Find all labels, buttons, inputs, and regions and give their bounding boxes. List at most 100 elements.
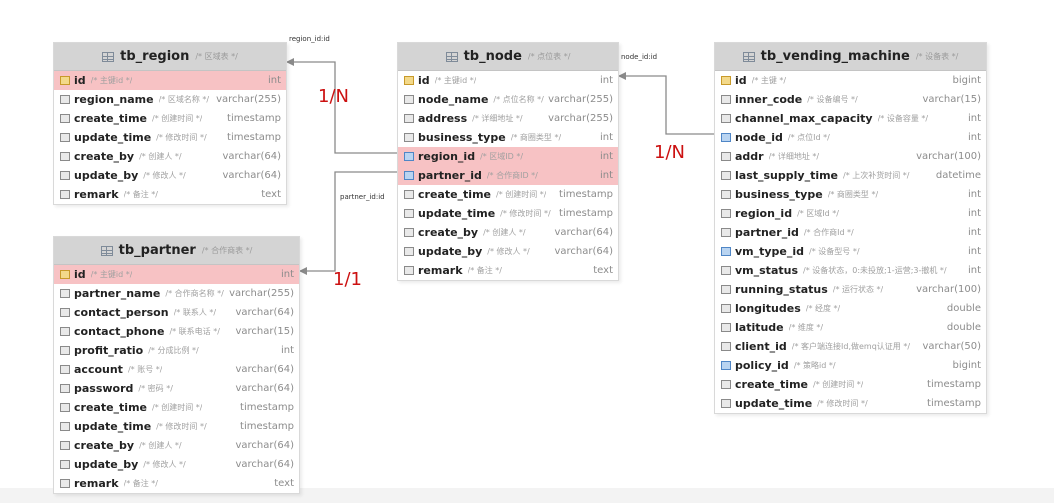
field-type: timestamp <box>227 132 281 143</box>
field-row-update-time[interactable]: update_time/* 修改时间 */timestamp <box>54 128 286 147</box>
field-row-node-name[interactable]: node_name/* 点位名称 */varchar(255) <box>398 90 618 109</box>
table-comment: /* 合作商表 */ <box>201 246 253 255</box>
field-type: varchar(50) <box>922 341 981 352</box>
field-row-update-time[interactable]: update_time/* 修改时间 */timestamp <box>715 394 986 413</box>
field-row-remark[interactable]: remark/* 备注 */text <box>54 185 286 204</box>
field-name: longitudes <box>735 302 801 315</box>
field-row-region-id[interactable]: region_id/* 区域ID */int <box>398 147 618 166</box>
field-row-create-by[interactable]: create_by/* 创建人 */varchar(64) <box>54 436 299 455</box>
field-comment: /* 创建时间 */ <box>496 190 547 199</box>
entity-tb-vending-machine[interactable]: tb_vending_machine/* 设备表 */id/* 主键 */big… <box>714 42 987 414</box>
column-icon <box>721 323 731 332</box>
field-type: int <box>967 113 981 124</box>
field-row-password[interactable]: password/* 密码 */varchar(64) <box>54 379 299 398</box>
field-row-id[interactable]: id/* 主键id */int <box>54 71 286 90</box>
field-row-create-by[interactable]: create_by/* 创建人 */varchar(64) <box>398 223 618 242</box>
field-row-longitudes[interactable]: longitudes/* 经度 */double <box>715 299 986 318</box>
field-comment: /* 主键id */ <box>434 76 477 85</box>
column-icon <box>60 460 70 469</box>
field-type: int <box>967 227 981 238</box>
field-name: partner_name <box>74 287 161 300</box>
field-row-node-id[interactable]: node_id/* 点位Id */int <box>715 128 986 147</box>
field-row-partner-id[interactable]: partner_id/* 合作商ID */int <box>398 166 618 185</box>
field-row-partner-id[interactable]: partner_id/* 合作商Id */int <box>715 223 986 242</box>
field-comment: /* 账号 */ <box>127 365 163 374</box>
field-type: timestamp <box>240 421 294 432</box>
entity-header[interactable]: tb_partner/* 合作商表 */ <box>54 237 299 265</box>
field-row-region-name[interactable]: region_name/* 区域名称 */varchar(255) <box>54 90 286 109</box>
field-row-account[interactable]: account/* 账号 */varchar(64) <box>54 360 299 379</box>
field-row-addr[interactable]: addr/* 详细地址 */varchar(100) <box>715 147 986 166</box>
field-row-region-id[interactable]: region_id/* 区域Id */int <box>715 204 986 223</box>
field-row-vm-type-id[interactable]: vm_type_id/* 设备型号 */int <box>715 242 986 261</box>
field-type: varchar(64) <box>235 459 294 470</box>
field-row-update-time[interactable]: update_time/* 修改时间 */timestamp <box>54 417 299 436</box>
column-icon <box>721 190 731 199</box>
field-name: id <box>735 74 747 87</box>
field-row-remark[interactable]: remark/* 备注 */text <box>54 474 299 493</box>
field-name: update_time <box>74 420 152 433</box>
field-row-client-id[interactable]: client_id/* 客户端连接Id,做emq认证用 */varchar(50… <box>715 337 986 356</box>
table-icon <box>102 51 115 62</box>
field-comment: /* 详细地址 */ <box>768 152 820 161</box>
field-comment: /* 备注 */ <box>467 266 502 275</box>
column-icon <box>404 247 414 256</box>
field-row-inner-code[interactable]: inner_code/* 设备编号 */varchar(15) <box>715 90 986 109</box>
entity-header[interactable]: tb_vending_machine/* 设备表 */ <box>715 43 986 71</box>
field-row-business-type[interactable]: business_type/* 商圈类型 */int <box>715 185 986 204</box>
primary-key-icon <box>404 76 414 85</box>
field-comment: /* 合作商ID */ <box>486 171 538 180</box>
field-name: create_by <box>74 439 135 452</box>
column-icon <box>721 209 731 218</box>
column-icon <box>60 190 70 199</box>
field-row-id[interactable]: id/* 主键id */int <box>54 265 299 284</box>
field-row-create-time[interactable]: create_time/* 创建时间 */timestamp <box>54 398 299 417</box>
field-row-id[interactable]: id/* 主键 */bigint <box>715 71 986 90</box>
field-type: int <box>599 75 613 86</box>
field-row-vm-status[interactable]: vm_status/* 设备状态，0:未投放;1-运营;3-撤机 */int <box>715 261 986 280</box>
entity-header[interactable]: tb_region/* 区域表 */ <box>54 43 286 71</box>
field-row-running-status[interactable]: running_status/* 运行状态 */varchar(100) <box>715 280 986 299</box>
field-row-channel-max-capacity[interactable]: channel_max_capacity/* 设备容量 */int <box>715 109 986 128</box>
field-row-create-by[interactable]: create_by/* 创建人 */varchar(64) <box>54 147 286 166</box>
region-node-line <box>286 58 397 154</box>
field-name: remark <box>418 264 463 277</box>
field-row-profit-ratio[interactable]: profit_ratio/* 分成比例 */int <box>54 341 299 360</box>
field-row-contact-phone[interactable]: contact_phone/* 联系电话 */varchar(15) <box>54 322 299 341</box>
column-icon <box>721 342 731 351</box>
field-name: create_by <box>418 226 479 239</box>
field-name: inner_code <box>735 93 803 106</box>
field-row-last-supply-time[interactable]: last_supply_time/* 上次补货时间 */datetime <box>715 166 986 185</box>
field-row-remark[interactable]: remark/* 备注 */text <box>398 261 618 280</box>
field-row-update-by[interactable]: update_by/* 修改人 */varchar(64) <box>54 166 286 185</box>
field-type: varchar(64) <box>235 440 294 451</box>
field-comment: /* 创建人 */ <box>483 228 526 237</box>
column-icon <box>404 209 414 218</box>
field-name: update_by <box>418 245 483 258</box>
field-name: business_type <box>735 188 823 201</box>
field-row-id[interactable]: id/* 主键id */int <box>398 71 618 90</box>
field-type: varchar(255) <box>229 288 294 299</box>
field-row-update-by[interactable]: update_by/* 修改人 */varchar(64) <box>398 242 618 261</box>
field-row-create-time[interactable]: create_time/* 创建时间 */timestamp <box>54 109 286 128</box>
field-row-create-time[interactable]: create_time/* 创建时间 */timestamp <box>715 375 986 394</box>
field-row-policy-id[interactable]: policy_id/* 策略id */bigint <box>715 356 986 375</box>
field-type: varchar(100) <box>916 284 981 295</box>
field-row-partner-name[interactable]: partner_name/* 合作商名称 */varchar(255) <box>54 284 299 303</box>
entity-header[interactable]: tb_node/* 点位表 */ <box>398 43 618 71</box>
field-row-update-by[interactable]: update_by/* 修改人 */varchar(64) <box>54 455 299 474</box>
field-row-create-time[interactable]: create_time/* 创建时间 */timestamp <box>398 185 618 204</box>
field-name: vm_status <box>735 264 798 277</box>
field-name: profit_ratio <box>74 344 144 357</box>
field-row-contact-person[interactable]: contact_person/* 联系人 */varchar(64) <box>54 303 299 322</box>
field-row-latitude[interactable]: latitude/* 维度 */double <box>715 318 986 337</box>
field-name: create_time <box>418 188 491 201</box>
column-icon <box>404 114 414 123</box>
field-row-business-type[interactable]: business_type/* 商圈类型 */int <box>398 128 618 147</box>
foreign-key-icon <box>404 171 414 180</box>
field-row-address[interactable]: address/* 详细地址 */varchar(255) <box>398 109 618 128</box>
field-row-update-time[interactable]: update_time/* 修改时间 */timestamp <box>398 204 618 223</box>
